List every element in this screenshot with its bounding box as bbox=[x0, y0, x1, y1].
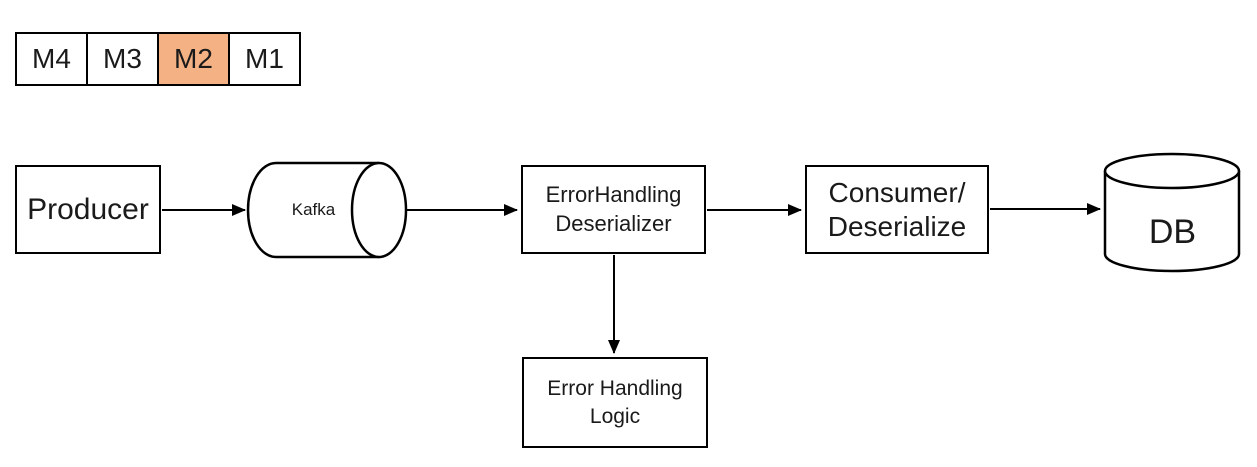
queue-cell-m3: M3 bbox=[86, 32, 159, 86]
db-label: DB bbox=[1148, 212, 1197, 251]
consumer-label-line1: Consumer/ bbox=[828, 176, 966, 208]
db-cylinder-top-cap bbox=[1103, 152, 1241, 190]
queue-cell-m4: M4 bbox=[15, 32, 88, 86]
node-error-handling-logic: Error Handling Logic bbox=[522, 357, 708, 448]
queue-cell-m1: M1 bbox=[228, 32, 301, 86]
errorhandling-deserializer-label-line2: Deserializer bbox=[555, 210, 672, 236]
consumer-label-line2: Deserialize bbox=[827, 210, 967, 242]
db-cylinder-shape bbox=[1103, 152, 1241, 273]
node-kafka: Kafka bbox=[248, 196, 379, 224]
node-consumer-deserialize: Consumer/ Deserialize bbox=[805, 165, 989, 254]
kafka-cylinder-end-cap bbox=[350, 161, 408, 259]
kafka-cylinder-shape bbox=[246, 161, 408, 259]
kafka-label: Kafka bbox=[291, 200, 336, 219]
node-errorhandling-deserializer: ErrorHandling Deserializer bbox=[521, 165, 706, 254]
errorhandling-deserializer-label-line1: ErrorHandling bbox=[545, 181, 682, 207]
error-handling-logic-label-line2: Logic bbox=[589, 404, 641, 428]
producer-label: Producer bbox=[27, 192, 149, 226]
node-db: DB bbox=[1107, 212, 1238, 252]
node-producer: Producer bbox=[15, 165, 161, 254]
db-cylinder-body bbox=[1103, 171, 1241, 273]
queue-cell-m2: M2 bbox=[157, 32, 230, 86]
message-queue: M4 M3 M2 M1 bbox=[15, 32, 301, 86]
error-handling-logic-label-line1: Error Handling bbox=[547, 377, 683, 401]
kafka-cylinder-body bbox=[246, 161, 379, 259]
